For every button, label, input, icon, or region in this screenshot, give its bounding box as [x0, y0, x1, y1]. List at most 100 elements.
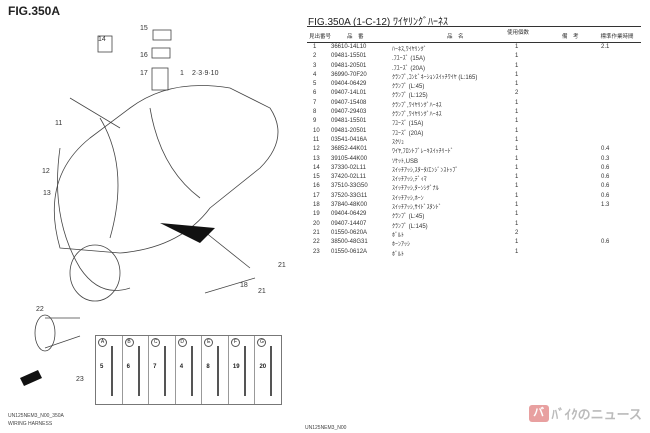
- callout-14: 14: [98, 36, 106, 43]
- cell-part: 01550-0620A: [331, 229, 368, 236]
- cell-name: ﾜｲﾔ,ﾌﾛﾝﾄﾌﾞﾚｰｷｽｲｯﾁﾘｰﾄﾞ: [392, 149, 454, 156]
- cell-qty: 1: [515, 192, 519, 199]
- callout-11: 11: [55, 120, 63, 127]
- cell-qty: 1: [515, 109, 519, 116]
- box-letter: C: [151, 338, 161, 347]
- cell-qty: 1: [515, 248, 519, 255]
- exploded-diagram: [20, 29, 279, 386]
- cell-no: 10: [313, 127, 320, 134]
- logo-mark: バ: [528, 405, 549, 422]
- cell-name: ﾎｰﾝｱｯｼ: [392, 242, 411, 249]
- cell-no: 2: [313, 53, 317, 60]
- cell-no: 7: [313, 99, 317, 106]
- footer-section: WIRING HARNESS: [8, 421, 53, 427]
- callout-2-3-9-10: 2·3·9·10: [192, 70, 219, 77]
- cell-part: 36610-14L10: [331, 44, 367, 50]
- cell-name: ｿｹｯﾄ,USB: [392, 158, 419, 165]
- callout-18: 18: [240, 282, 248, 289]
- cell-part: 37840-48K00: [331, 202, 368, 209]
- cell-no: 4: [313, 71, 317, 78]
- cell-qty: 1: [515, 202, 519, 209]
- box-part: 6: [126, 364, 130, 370]
- cell-time: 0.3: [601, 155, 610, 162]
- box-letter: F: [230, 338, 240, 347]
- cell-name: ﾎﾞﾙﾄ: [392, 251, 405, 258]
- cell-no: 14: [313, 164, 320, 171]
- cell-part: 37520-33G11: [331, 192, 368, 199]
- footer-code: UN125NEM3_N00_350A: [8, 413, 64, 419]
- callout-23: 23: [76, 376, 84, 383]
- box-part: 19: [232, 364, 240, 370]
- table-title: FIG.350A (1-C-12) ﾜｲﾔﾘﾝｸﾞﾊｰﾈｽ: [308, 17, 449, 28]
- cell-time: 0.4: [601, 146, 610, 153]
- cell-part: 09404-06429: [331, 81, 367, 88]
- box-letter: G: [257, 338, 267, 347]
- cell-no: 11: [313, 136, 320, 143]
- callout-21b: 21: [258, 288, 266, 295]
- cell-time: 0.6: [601, 174, 610, 181]
- logo-text: ﾊﾞｲｸのニュース: [551, 407, 642, 422]
- header-time: 標準作業時間: [600, 34, 634, 40]
- cell-qty: 1: [515, 239, 519, 246]
- box-letter: E: [204, 338, 214, 347]
- clamp-box-g: G 20: [255, 336, 281, 404]
- cell-part: 09407-14L01: [331, 90, 367, 97]
- cell-name: ｽｲｯﾁｱｯｼ,ﾎｰﾝ: [392, 195, 424, 202]
- cell-part: 09407-15408: [331, 99, 367, 106]
- cell-part: 09481-15501: [331, 118, 367, 125]
- cell-time: 0.6: [601, 164, 610, 171]
- callout-1: 1: [180, 70, 184, 77]
- box-part: 20: [259, 364, 267, 370]
- cell-part: 09481-15501: [331, 53, 367, 60]
- callout-15: 15: [140, 25, 148, 32]
- cell-part: 09481-20501: [331, 127, 367, 134]
- cell-part: 36990-70F20: [331, 71, 367, 78]
- cell-qty: 1: [515, 53, 519, 60]
- table-row: 4 36990-70F20 ｸﾗﾝﾌﾟ,ｺﾝﾋﾞﾈｰｼｮﾝｽｲｯﾁﾜｲﾔ (L:16…: [307, 71, 641, 81]
- callout-17: 17: [140, 70, 148, 77]
- cell-no: 19: [313, 211, 320, 218]
- header-no: 見出番号: [309, 34, 332, 40]
- watermark-logo: バﾊﾞｲｸのニュース: [528, 404, 642, 423]
- cell-no: 22: [313, 239, 320, 246]
- cell-time: 0.6: [601, 192, 610, 199]
- box-part: 4: [179, 364, 184, 370]
- box-letter: D: [177, 338, 187, 347]
- cell-part: 38500-48G31: [331, 239, 368, 246]
- cell-part: 01550-0612A: [331, 248, 368, 255]
- cell-name: ｸﾗﾝﾌﾟ,ｺﾝﾋﾞﾈｰｼｮﾝｽｲｯﾁﾜｲﾔ (L:165): [392, 74, 478, 81]
- callout-16: 16: [140, 52, 148, 59]
- figure-title: FIG.350A: [8, 4, 61, 18]
- cell-part: 09407-14407: [331, 220, 367, 227]
- cell-name: ｸﾗﾝﾌﾟ (L:125): [392, 93, 428, 100]
- cell-part: 09481-20501: [331, 62, 367, 69]
- callout-12: 12: [42, 168, 50, 175]
- cell-no: 5: [313, 81, 317, 88]
- cell-name: ｽｲｯﾁｱｯｼ,ｽﾀｰﾀ/ｴﾝｼﾞﾝｽﾄｯﾌﾟ: [392, 167, 459, 174]
- box-letter: A: [98, 338, 107, 347]
- cell-qty: 1: [515, 127, 519, 134]
- cell-name: ｽｲｯﾁｱｯｼ,ｻｲﾄﾞｽﾀﾝﾄﾞ: [392, 205, 442, 212]
- cell-part: 09404-06429: [331, 211, 367, 218]
- cell-part: 37420-02L11: [331, 174, 366, 181]
- cell-name: ｽｲｯﾁｱｯｼ,ﾀｰﾝｼｸﾞﾅﾙ: [392, 186, 439, 193]
- footer-model: UN125NEM3_N00: [305, 425, 347, 431]
- cell-qty: 1: [515, 183, 519, 190]
